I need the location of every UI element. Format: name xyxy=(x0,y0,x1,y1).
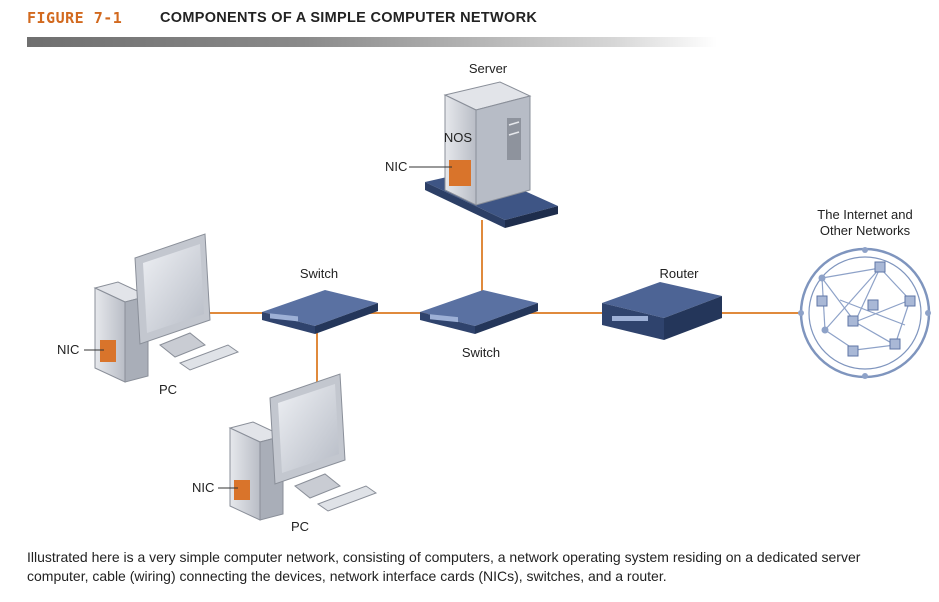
internet-label-line2: Other Networks xyxy=(820,223,911,238)
figure-title: COMPONENTS OF A SIMPLE COMPUTER NETWORK xyxy=(160,10,538,26)
internet-label-line1: The Internet and xyxy=(817,207,912,222)
server-label: Server xyxy=(469,61,508,76)
pc-bottom: PC NIC xyxy=(192,373,378,534)
switch-left-label: Switch xyxy=(300,266,338,281)
pc-bottom-label: PC xyxy=(291,519,309,534)
pc-left-nic-card xyxy=(100,340,116,362)
network-diagram: NOS Server NIC Switch Switch Router xyxy=(57,61,931,534)
pc-bottom-nic-card xyxy=(234,480,250,500)
switch-left: Switch xyxy=(262,266,378,334)
pc-bottom-nic-label: NIC xyxy=(192,480,214,495)
switch-center-label: Switch xyxy=(462,345,500,360)
router: Router xyxy=(602,266,722,340)
pc-left-label: PC xyxy=(159,382,177,397)
internet-cloud: The Internet and Other Networks xyxy=(798,207,931,379)
pc-left: PC NIC xyxy=(57,233,240,397)
router-label: Router xyxy=(659,266,699,281)
nos-label: NOS xyxy=(444,130,473,145)
title-rule xyxy=(27,37,717,47)
figure-caption: Illustrated here is a very simple comput… xyxy=(27,549,861,584)
server-nic-card xyxy=(449,160,471,186)
server-nic-label: NIC xyxy=(385,159,407,174)
figure-number: FIGURE 7-1 xyxy=(27,9,123,27)
switch-center: Switch xyxy=(420,290,538,360)
pc-left-nic-label: NIC xyxy=(57,342,79,357)
server: NOS Server NIC xyxy=(385,61,558,228)
